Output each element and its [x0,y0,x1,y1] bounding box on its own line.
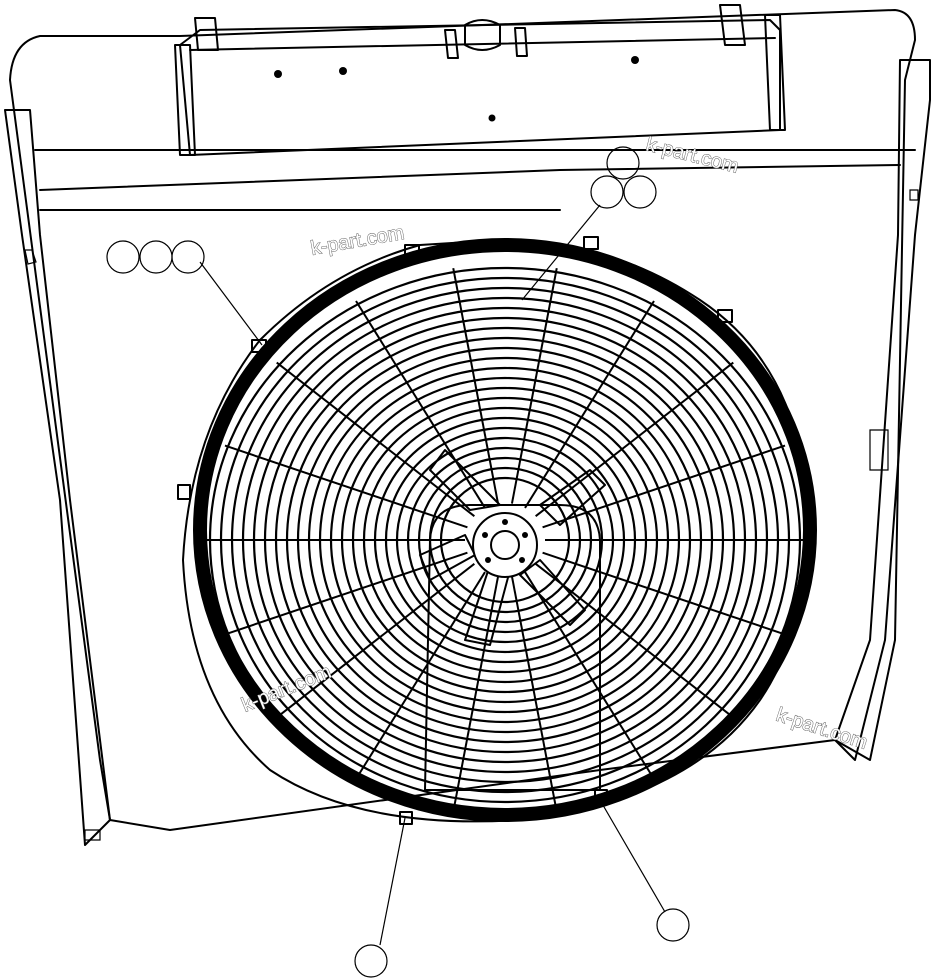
guard-spoke [452,268,500,504]
guard-spoke [510,576,558,812]
radiator-frame [4,9,931,846]
callout-circle [656,908,690,942]
callout-circle [171,240,205,274]
guard-spoke [542,444,786,529]
guard-spoke [276,361,475,518]
guard-spoke [224,444,468,529]
callout-circle [606,146,640,180]
guard-spoke [535,361,734,518]
callout-circle [354,944,388,978]
guard-spoke [355,571,486,780]
guard-spoke [510,268,558,504]
guard-spoke [355,300,486,509]
callout-circles [106,146,690,978]
guard-spoke [524,571,655,780]
guard-spoke [224,551,468,636]
leader-lines [199,204,666,946]
top-tank [174,4,786,156]
watermark: k-part.com [644,134,741,178]
callout-circle [590,175,624,209]
guard-spoke [542,551,786,636]
guard-spokes [207,268,803,812]
fan-guard-ring [193,238,817,822]
guard-spoke [524,300,655,509]
callout-circle [139,240,173,274]
guard-spoke [276,562,475,719]
fan-hub [472,512,538,578]
callout-circle [106,240,140,274]
callout-circle [623,175,657,209]
guard-spoke [452,576,500,812]
guard-spoke [535,562,734,719]
guard-clips [177,236,733,825]
